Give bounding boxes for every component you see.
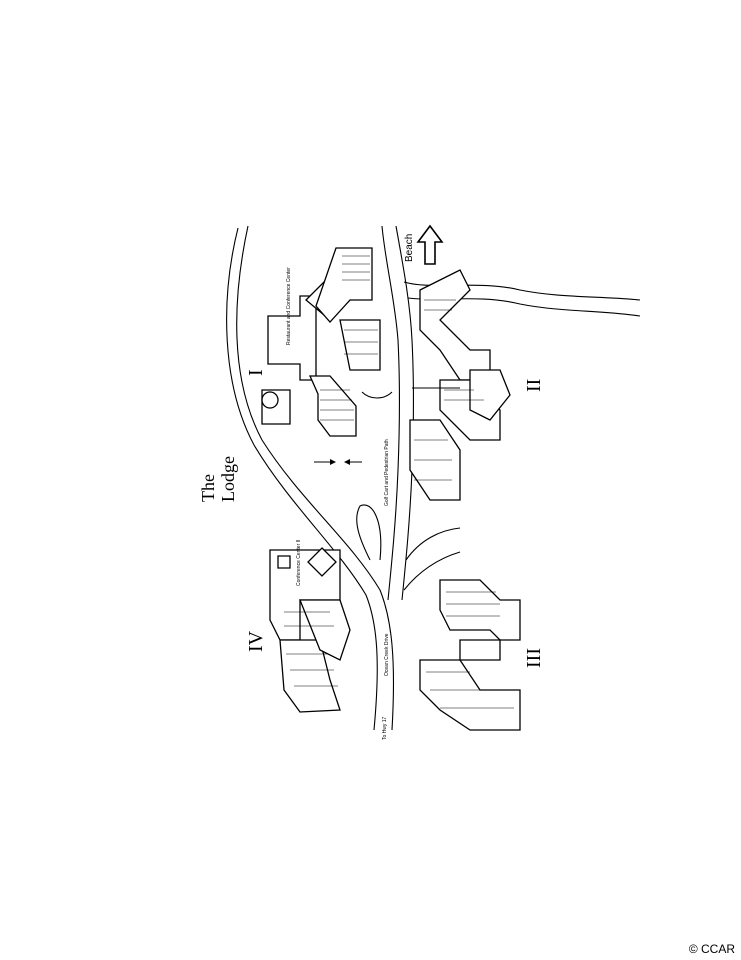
beach-label: Beach [404, 234, 415, 262]
beach-arrow-icon [416, 224, 444, 265]
unit-grid-II [414, 299, 484, 481]
building-group-II [409, 269, 511, 501]
section-label-I: I [245, 369, 267, 376]
title-line1: The [198, 474, 218, 502]
golf-path-label: Golf Cart and Pedestrian Path [384, 439, 390, 506]
title-line2: Lodge [218, 456, 238, 502]
ocean-creek-label: Ocean Creek Drive [384, 633, 390, 676]
hwy-label: To Hwy 17 [382, 716, 388, 740]
section-label-IV: IV [245, 630, 267, 652]
unit-grid-IV [284, 611, 338, 687]
building-group-IV: Conference Center II [269, 540, 351, 713]
entrance-arrows-icon [314, 459, 362, 465]
building-group-I: Restaurant and Conference Center [261, 247, 381, 437]
unit-grid-III [426, 591, 514, 709]
section-label-III: III [523, 648, 545, 668]
section-label-II: II [523, 379, 545, 392]
building-group-III [419, 579, 521, 731]
copyright-watermark: © CCAR [688, 942, 735, 956]
restaurant-label: Restaurant and Conference Center [286, 267, 292, 345]
conference-center-2-label: Conference Center II [296, 540, 302, 586]
unit-grid-I [320, 255, 378, 421]
